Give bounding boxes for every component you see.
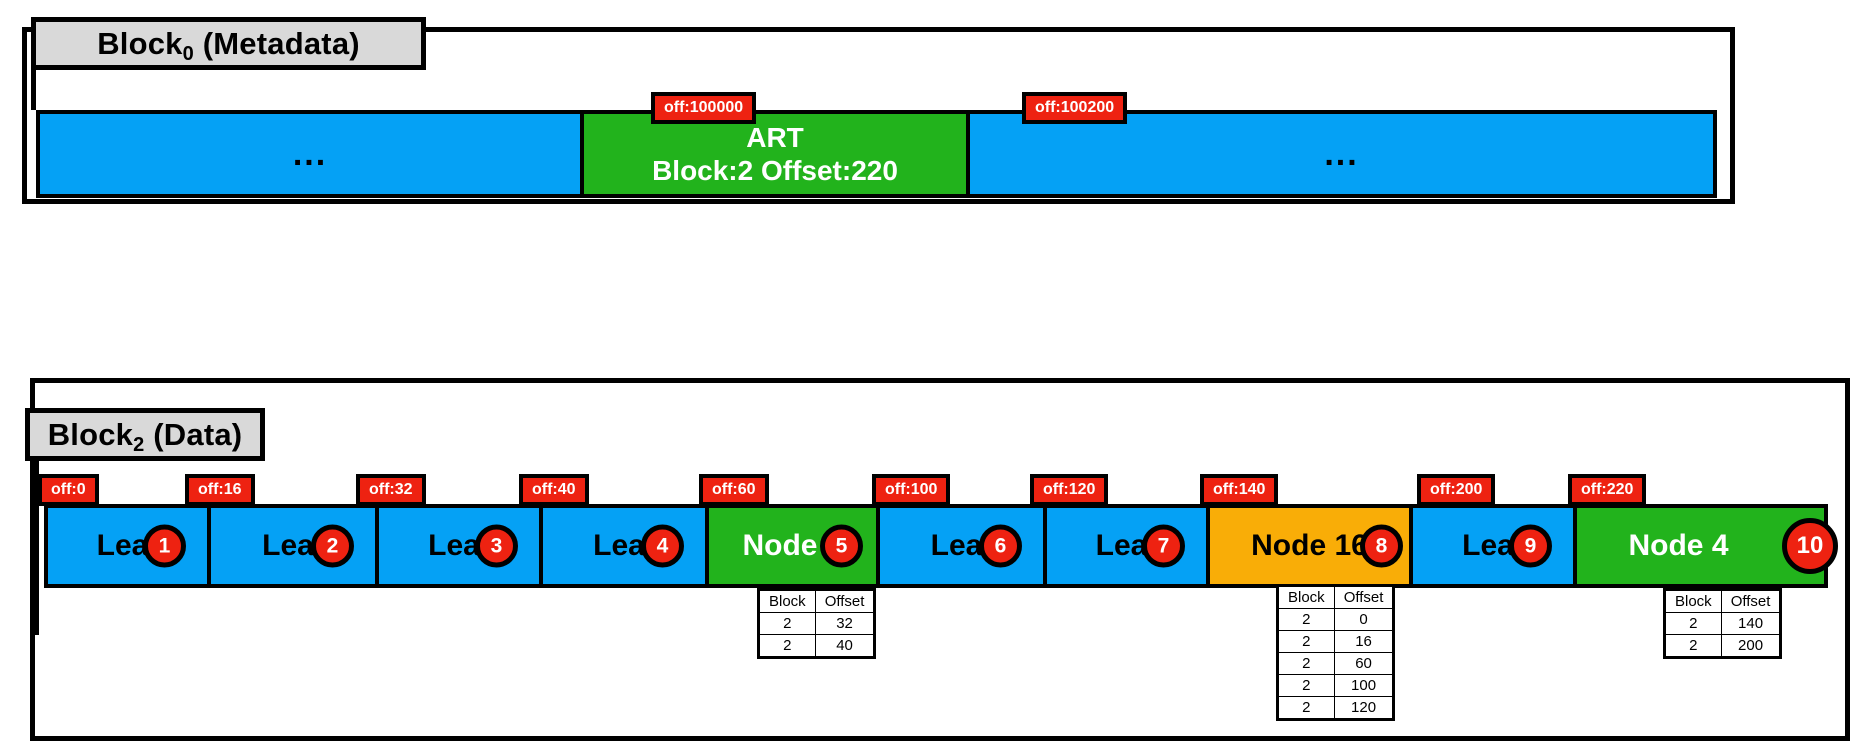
- offset-pin-60: off:60: [699, 474, 769, 506]
- cell-block: 2: [1277, 674, 1335, 697]
- data-segment-leaf-3: Leaf 3: [375, 504, 543, 588]
- table-row: 2 200: [1664, 634, 1782, 658]
- offset-pin-32: off:32: [356, 474, 426, 506]
- node-badge-7: 7: [1142, 524, 1185, 568]
- column-header-offset: Offset: [1333, 585, 1395, 609]
- node-badge-8: 8: [1360, 524, 1403, 568]
- metadata-block-frame: [22, 27, 1735, 204]
- offset-pin-120: off:120: [1030, 474, 1109, 506]
- node-badge-1: 1: [143, 524, 186, 568]
- data-segment-leaf-6: Leaf 6: [876, 504, 1047, 588]
- node-badge-3: 3: [475, 524, 518, 568]
- cell-offset: 40: [814, 634, 876, 658]
- cell-block: 2: [1277, 696, 1335, 720]
- pointer-table-node10: Block Offset 2 140 2 200: [1663, 588, 1783, 659]
- metadata-block-title-text: Block0 (Metadata): [97, 25, 360, 65]
- data-left-rail: [34, 455, 39, 635]
- cell-offset: 16: [1333, 630, 1395, 653]
- metadata-block-title: Block0 (Metadata): [31, 17, 426, 70]
- offset-pin-140: off:140: [1200, 474, 1279, 506]
- data-segment-leaf-9: Leaf 9: [1409, 504, 1577, 588]
- cell-offset: 200: [1720, 634, 1782, 658]
- cell-block: 2: [1277, 608, 1335, 631]
- node-badge-9: 9: [1509, 524, 1552, 568]
- table-row: 2 16: [1277, 630, 1395, 653]
- metadata-segment-bar: ... ART Block:2 Offset:220 ...: [36, 110, 1717, 198]
- node-badge-5: 5: [820, 524, 863, 568]
- ellipsis-left: ...: [292, 135, 328, 173]
- cell-offset: 120: [1333, 696, 1395, 720]
- table-row: 2 100: [1277, 674, 1395, 697]
- offset-pin-100200: off:100200: [1022, 92, 1128, 124]
- offset-pin-100000: off:100000: [651, 92, 757, 124]
- node-badge-6: 6: [979, 524, 1022, 568]
- column-header-block: Block: [1664, 589, 1722, 613]
- column-header-offset: Offset: [814, 589, 876, 613]
- art-pointer: Block:2 Offset:220: [652, 155, 898, 186]
- metadata-segment-left-fill: ...: [36, 110, 584, 198]
- table-row: 2 60: [1277, 652, 1395, 675]
- cell-offset: 100: [1333, 674, 1395, 697]
- cell-block: 2: [1277, 652, 1335, 675]
- table-row: 2 120: [1277, 696, 1395, 720]
- cell-offset: 0: [1333, 608, 1395, 631]
- offset-pin-40: off:40: [519, 474, 589, 506]
- ellipsis-right: ...: [1324, 135, 1359, 173]
- node-badge-10: 10: [1782, 518, 1838, 574]
- offset-pin-0: off:0: [38, 474, 99, 506]
- table-row: 2 32: [758, 612, 876, 635]
- art-segment-label: ART Block:2 Offset:220: [652, 121, 898, 187]
- table-header-row: Block Offset: [1277, 585, 1395, 609]
- offset-pin-100: off:100: [872, 474, 951, 506]
- table-row: 2 140: [1664, 612, 1782, 635]
- data-segment-leaf-7: Leaf 7: [1043, 504, 1210, 588]
- pointer-table-node8: Block Offset 2 0 2 16 2 60 2 100 2 120: [1276, 584, 1396, 721]
- data-segment-node4-10: Node 4 10: [1573, 504, 1838, 588]
- data-block-frame: [30, 378, 1850, 741]
- node-badge-2: 2: [311, 524, 354, 568]
- offset-pin-16: off:16: [185, 474, 255, 506]
- metadata-segment-right-fill: ...: [966, 110, 1717, 198]
- art-title: ART: [746, 121, 804, 153]
- cell-block: 2: [1664, 612, 1722, 635]
- metadata-tab-stub: [31, 60, 36, 110]
- cell-offset: 140: [1720, 612, 1782, 635]
- data-segment-row: Leaf 1 Leaf 2 Leaf 3 Leaf 4 Node 4 5 Lea…: [44, 504, 1838, 588]
- cell-block: 2: [1664, 634, 1722, 658]
- pointer-table-node5: Block Offset 2 32 2 40: [757, 588, 877, 659]
- cell-offset: 60: [1333, 652, 1395, 675]
- offset-pin-220: off:220: [1568, 474, 1647, 506]
- node-badge-4: 4: [641, 524, 684, 568]
- cell-block: 2: [1277, 630, 1335, 653]
- column-header-block: Block: [1277, 585, 1335, 609]
- data-segment-leaf-1: Leaf 1: [44, 504, 211, 588]
- metadata-segment-art: ART Block:2 Offset:220: [580, 110, 970, 198]
- column-header-offset: Offset: [1720, 589, 1782, 613]
- data-segment-leaf-2: Leaf 2: [207, 504, 379, 588]
- table-header-row: Block Offset: [1664, 589, 1782, 613]
- table-row: 2 0: [1277, 608, 1395, 631]
- data-segment-label: Node 4: [1628, 529, 1729, 562]
- offset-pin-200: off:200: [1417, 474, 1496, 506]
- data-block-title: Block2 (Data): [25, 408, 265, 461]
- data-segment-node4-5: Node 4 5: [705, 504, 880, 588]
- data-segment-node16-8: Node 16 8: [1206, 504, 1413, 588]
- column-header-block: Block: [758, 589, 816, 613]
- data-segment-leaf-4: Leaf 4: [539, 504, 709, 588]
- data-block-title-text: Block2 (Data): [47, 416, 243, 456]
- data-segment-label: Node 16: [1251, 529, 1368, 562]
- cell-block: 2: [758, 634, 816, 658]
- table-header-row: Block Offset: [758, 589, 876, 613]
- table-row: 2 40: [758, 634, 876, 658]
- cell-offset: 32: [814, 612, 876, 635]
- cell-block: 2: [758, 612, 816, 635]
